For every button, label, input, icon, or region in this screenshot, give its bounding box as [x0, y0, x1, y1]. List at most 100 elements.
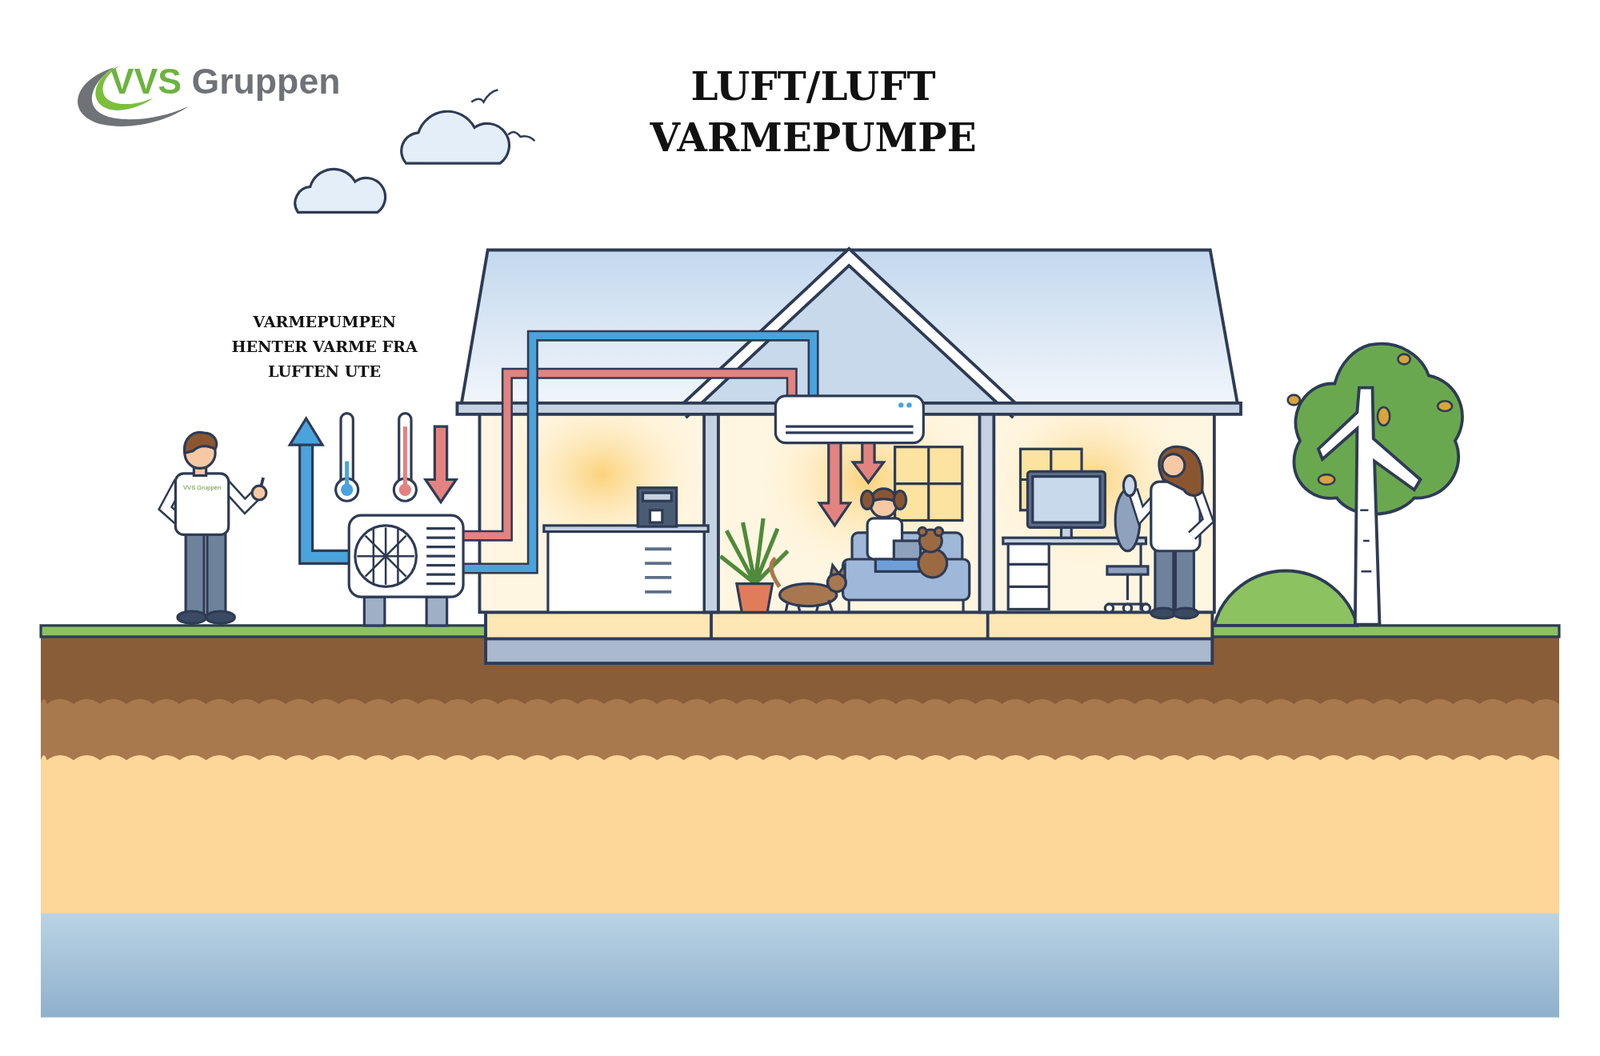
shirt-print: VVS Gruppen — [175, 484, 228, 492]
outdoor-unit — [426, 573, 456, 576]
office — [1027, 471, 1105, 528]
air-arrows — [819, 441, 850, 526]
ground-layers — [40, 908, 1560, 1017]
man — [206, 611, 236, 624]
tree — [1437, 400, 1452, 412]
man — [252, 485, 267, 500]
living-room — [771, 488, 970, 612]
callout-note: VARMEPUMPEN HENTER VARME FRA LUFTEN UTE — [230, 310, 419, 384]
office — [1126, 574, 1129, 600]
woman — [1162, 454, 1185, 477]
outdoor-unit — [364, 596, 385, 626]
indoor-unit — [898, 402, 904, 408]
tree — [1318, 474, 1335, 485]
office — [1139, 544, 1142, 611]
house — [979, 414, 994, 612]
living-room — [797, 604, 800, 612]
thermometers — [340, 484, 353, 496]
man — [177, 611, 207, 624]
office — [1003, 471, 1151, 612]
kitchen — [644, 548, 672, 592]
woman — [1192, 492, 1208, 536]
indoor-unit — [785, 431, 913, 434]
indoor-unit — [906, 402, 912, 408]
office — [1008, 585, 1049, 588]
office — [1032, 476, 1100, 523]
kitchen — [649, 510, 662, 523]
ground-layers — [40, 636, 1560, 914]
kitchen — [644, 561, 672, 565]
man — [261, 477, 264, 486]
kitchen — [637, 488, 676, 527]
outdoor-unit — [426, 527, 456, 530]
house — [456, 249, 1241, 664]
man — [185, 532, 204, 615]
diagram-title: LUFT/LUFT VARMEPUMPE — [608, 61, 1017, 164]
birds — [471, 89, 535, 141]
outdoor-unit — [356, 527, 414, 584]
woman — [1175, 548, 1194, 612]
birds — [471, 89, 498, 102]
living-room — [918, 527, 927, 536]
air-arrows — [852, 441, 884, 483]
outdoor-unit — [426, 528, 456, 584]
woman — [1159, 446, 1203, 496]
kitchen — [544, 525, 708, 532]
living-room — [785, 602, 788, 613]
kitchen — [644, 590, 672, 594]
tree — [1397, 354, 1410, 365]
birds — [508, 132, 535, 141]
tree — [1361, 570, 1372, 573]
office — [1061, 527, 1072, 538]
windows — [895, 482, 963, 485]
woman — [1155, 548, 1174, 612]
air-arrows — [289, 418, 323, 445]
man — [175, 473, 228, 536]
indoor-unit — [785, 425, 913, 428]
woman — [1192, 492, 1208, 536]
outdoor-unit — [426, 596, 448, 626]
outdoor-unit — [365, 536, 407, 577]
office — [1104, 604, 1113, 612]
woman — [1151, 608, 1176, 619]
tree — [1377, 407, 1390, 426]
logo-text: VVS Gruppen — [110, 59, 341, 104]
living-room — [893, 540, 920, 560]
thermometers — [399, 484, 412, 496]
living-room — [893, 491, 906, 510]
windows — [895, 447, 963, 521]
outdoor-unit — [426, 564, 456, 567]
house — [485, 612, 1212, 639]
outdoor-unit — [348, 515, 464, 626]
woman — [1173, 608, 1199, 619]
tree — [1318, 388, 1421, 625]
office — [1123, 604, 1132, 612]
kitchen — [548, 530, 704, 612]
living-room — [843, 559, 970, 600]
house — [709, 612, 713, 639]
tree — [1214, 344, 1463, 626]
pipes — [461, 336, 814, 569]
pipes — [461, 336, 814, 569]
tree — [1360, 510, 1372, 572]
thermometers — [403, 426, 408, 488]
kitchen — [544, 488, 708, 613]
tree — [1360, 508, 1368, 512]
clouds — [401, 111, 510, 164]
tree — [1288, 395, 1300, 406]
outdoor-unit — [355, 525, 417, 588]
outdoor-unit — [365, 536, 407, 577]
living-room — [848, 600, 851, 612]
house — [986, 612, 990, 639]
living-room — [771, 558, 780, 588]
ground-layers — [40, 636, 1560, 1018]
man — [165, 432, 267, 624]
tree — [1214, 571, 1358, 626]
living-room — [961, 600, 964, 612]
outdoor-unit — [348, 515, 464, 597]
outdoor-unit — [426, 536, 456, 540]
air-arrows — [425, 426, 456, 502]
living-room — [838, 565, 845, 578]
indoor-unit — [775, 396, 924, 444]
